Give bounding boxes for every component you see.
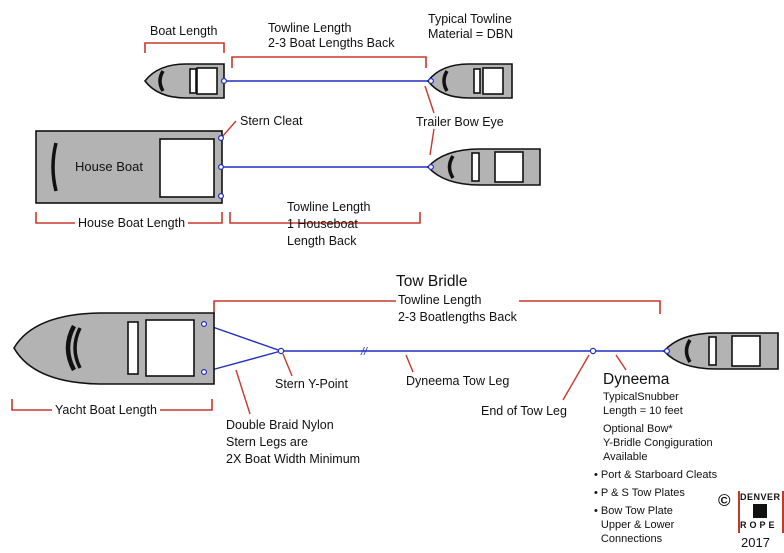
logo-frame: [738, 491, 784, 533]
bullet-text: Bow Tow Plate Upper & Lower Connections: [600, 505, 675, 545]
bridle-leg-upper: [203, 323, 282, 352]
dyneema-tow-leg-label: Dyneema Tow Leg: [406, 374, 510, 388]
line-break-mark: //: [360, 346, 368, 358]
bridle-towline-length-label: Towline Length 2-3 Boatlengths Back: [396, 292, 519, 326]
bridle-option-label: Optional Bow* Y-Bridle Congiguration Ava…: [603, 423, 713, 463]
small-boat-1: [143, 63, 228, 99]
towline-material-label: Typical Towline Material = DBN: [428, 12, 514, 41]
towed-boat-bridle: [662, 332, 779, 370]
house-boat-length-label: House Boat Length: [75, 216, 189, 231]
denver-rope-logo: © DENVER ROPE 2017: [718, 491, 784, 553]
houseboat-towline-label: Towline Length 1 Houseboat Length Back: [287, 200, 371, 248]
yacht-length-label: Yacht Boat Length: [52, 403, 160, 418]
bridle-leg-lower: [203, 350, 282, 373]
bullet-list-item: • Bow Tow Plate Upper & Lower Connection…: [594, 504, 674, 546]
houseboat-towline-bracket: [229, 212, 421, 224]
dyneema-snubber-pointer: [615, 354, 627, 371]
tow-bridle-title: Tow Bridle: [396, 273, 468, 290]
bullet-marker: •: [594, 505, 598, 517]
bullet-list-item: • Port & Starboard Cleats: [594, 468, 717, 482]
logo-brand-bottom: ROPE: [740, 520, 778, 530]
boat-length-label: Boat Length: [150, 24, 218, 38]
stern-cleat-label: Stern Cleat: [240, 114, 303, 128]
end-of-tow-leg-label: End of Tow Leg: [481, 404, 567, 418]
logo-brand-top: DENVER: [740, 492, 781, 502]
small-boat-2: [426, 63, 513, 99]
trailer-bow-eye-pointer-up: [424, 85, 435, 114]
yacht: [13, 312, 597, 385]
copyright-symbol: ©: [718, 491, 731, 510]
bullet-text: P & S Tow Plates: [600, 487, 685, 499]
boat-length-bracket: [144, 42, 225, 53]
nylon-stern-legs-label: Double Braid Nylon Stern Legs are 2X Boa…: [226, 418, 361, 466]
stern-y-point-label: Stern Y-Point: [275, 377, 348, 391]
house-boat: [35, 130, 225, 204]
bullet-text: Port & Starboard Cleats: [600, 469, 718, 481]
bullet-list-item: • P & S Tow Plates: [594, 486, 685, 500]
trailer-bow-eye-label: Trailer Bow Eye: [416, 115, 504, 129]
stern-cleat-pointer: [221, 120, 237, 138]
logo-year: 2017: [741, 535, 770, 550]
dyneema-title: Dyneema: [603, 371, 670, 388]
end-of-tow-leg-pointer: [562, 354, 590, 401]
logo-block: [753, 504, 767, 518]
towline-length-label: Towline Length 2-3 Boat Lengths Back: [268, 21, 395, 50]
stern-y-point-pointer: [282, 353, 293, 377]
bullet-marker: •: [594, 487, 598, 499]
house-boat-name-label: House Boat: [75, 159, 143, 174]
nylon-legs-pointer: [235, 369, 251, 415]
dyneema-tow-leg-pointer: [405, 354, 414, 373]
towline-length-bracket: [231, 56, 427, 68]
bullet-marker: •: [594, 469, 598, 481]
trailer-bow-eye-pointer-down: [429, 128, 435, 156]
snubber-length-label: TypicalSnubber Length = 10 feet: [603, 391, 683, 417]
towed-boat-houseboat: [426, 148, 541, 186]
